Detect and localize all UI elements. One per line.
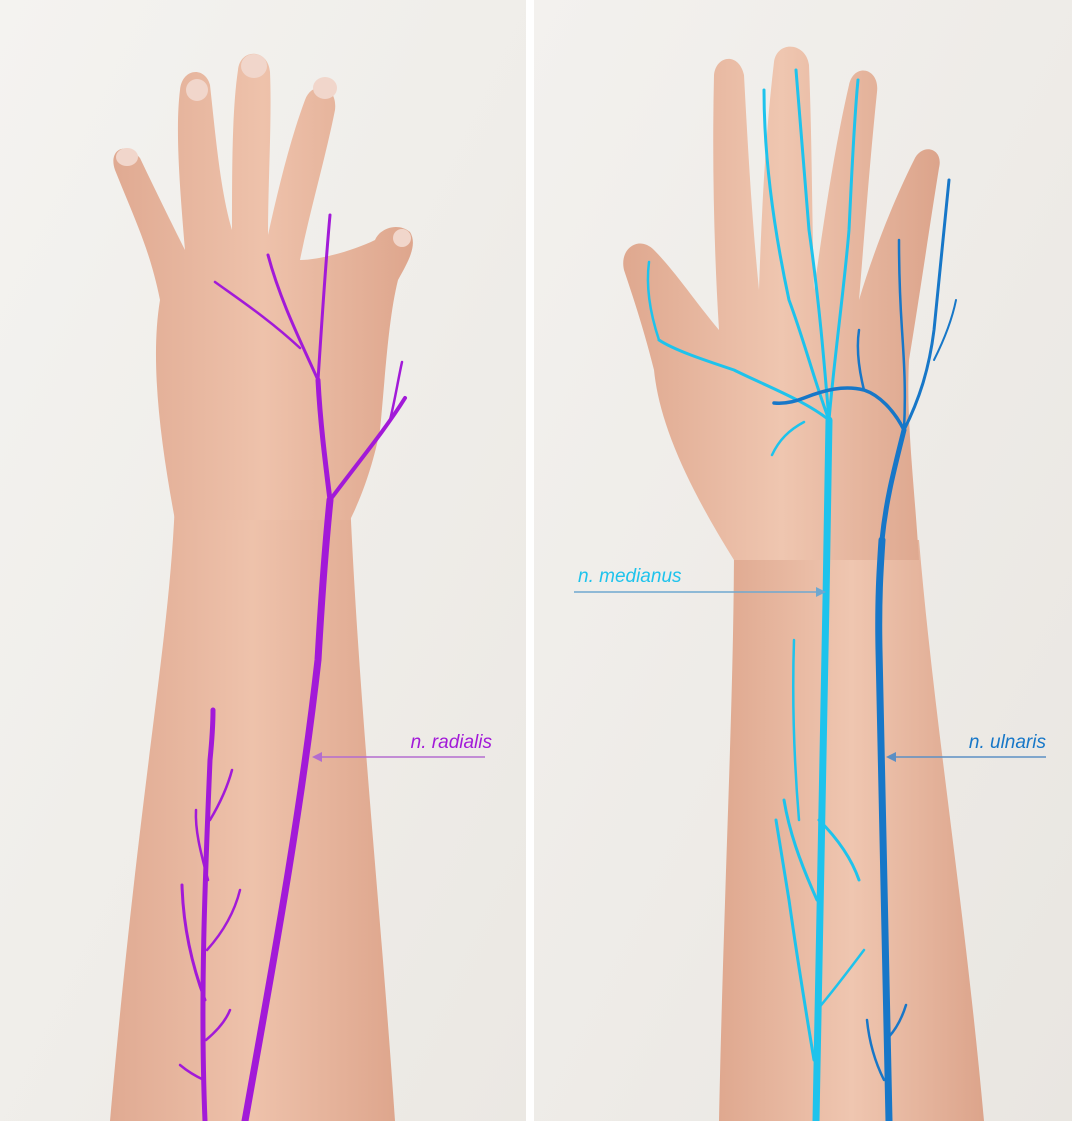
right-photo-panel: n. medianus n. ulnaris — [534, 0, 1072, 1121]
panel-divider — [526, 0, 534, 1121]
ulnaris-label: n. ulnaris — [969, 732, 1047, 753]
palmar-arm-illustration: n. medianus n. ulnaris — [534, 0, 1072, 1121]
fingernail — [313, 77, 337, 99]
fingernail — [116, 148, 138, 166]
radialis-label: n. radialis — [411, 732, 493, 753]
fingernail — [186, 79, 208, 101]
dorsal-arm-illustration: n. radialis — [0, 0, 526, 1121]
left-photo-panel: n. radialis — [0, 0, 526, 1121]
medianus-label: n. medianus — [578, 566, 682, 587]
fingernail — [241, 54, 267, 78]
fingernail — [393, 229, 411, 247]
